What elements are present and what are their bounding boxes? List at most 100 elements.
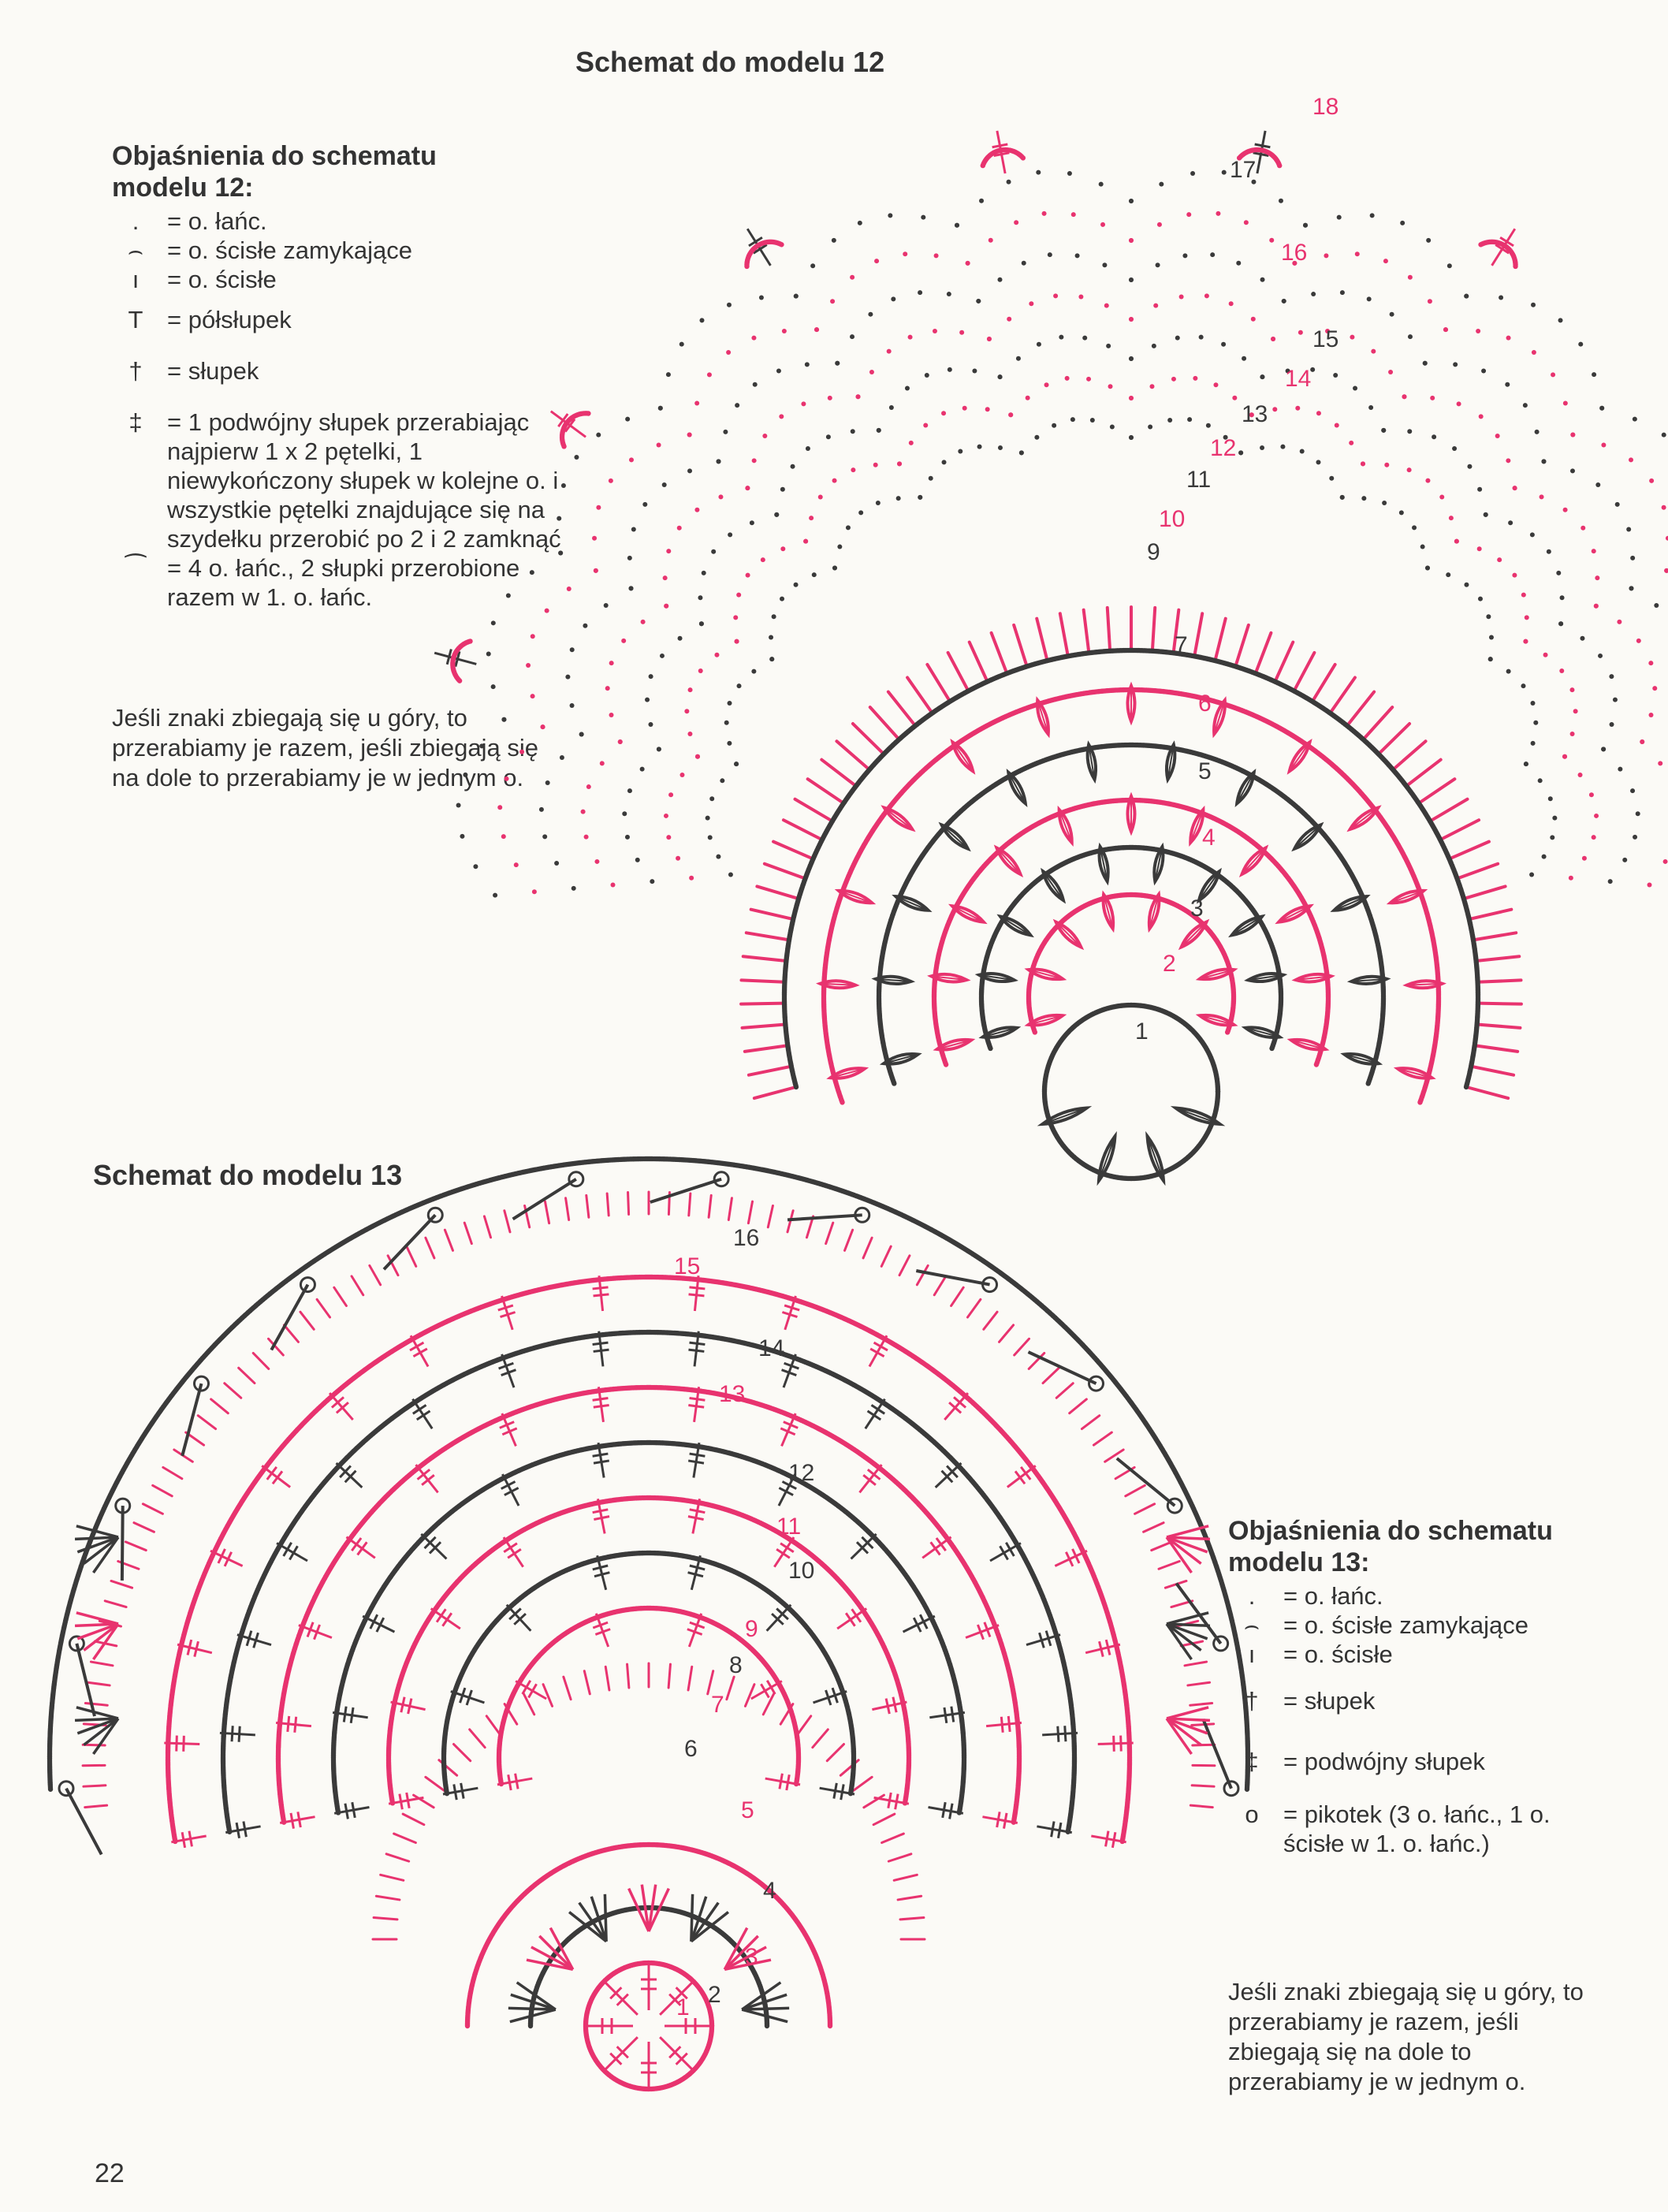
model12-scallop-row (1506, 336, 1511, 341)
model12-scallop-row (1082, 336, 1087, 341)
model12-tip-stitch (992, 144, 1008, 147)
model12-chain-row (892, 1081, 896, 1086)
model12-scallop-row (1622, 858, 1627, 862)
model12-scallop-row (782, 329, 787, 333)
model12-scallop-row (873, 463, 878, 467)
model12-scallop-row (1530, 532, 1535, 537)
model12-scallop-row (1630, 788, 1635, 793)
model12-scallop-row (934, 253, 939, 258)
model12-scallop-row (774, 512, 779, 517)
model12-scallop-row (1662, 433, 1666, 438)
model12-scallop-row (1390, 312, 1394, 317)
model12-scallop-row (679, 773, 684, 777)
model12-scallop-row (709, 796, 714, 801)
model12-scallop-row (1443, 327, 1448, 332)
model12-dc-row (1215, 619, 1225, 661)
model12-scallop-row (832, 238, 836, 243)
model12-scallop-row (679, 342, 684, 347)
model12-scallop-row (1521, 683, 1525, 688)
model12-scallop-row (1340, 290, 1345, 295)
model12-dc-row (1466, 1087, 1508, 1098)
model12-scallop-row (594, 859, 599, 864)
model12-scallop-row (1251, 317, 1256, 322)
model12-scallop-row (1026, 396, 1030, 400)
model12-dc-row (795, 799, 832, 821)
model12-scallop-row (514, 862, 519, 867)
model12-scallop-row (1029, 301, 1033, 306)
model12-petal (996, 847, 1020, 873)
model12-dc-row (1330, 678, 1355, 713)
model12-scallop-row (851, 467, 855, 472)
model12-dc-row (1406, 760, 1441, 786)
model12-scallop-row (642, 502, 647, 507)
model12-row-number: 6 (1198, 691, 1212, 717)
model12-dc-row (1194, 613, 1202, 656)
model12-scallop-row (688, 687, 693, 692)
model12-scallop-row (1570, 468, 1575, 473)
model12-scallop-row (1664, 568, 1668, 573)
model12-row-number: 11 (1186, 467, 1211, 493)
model12-scallop-row (676, 856, 680, 861)
model12-row-number: 9 (1147, 539, 1160, 565)
model12-scallop-row (456, 803, 461, 808)
model12-scallop-row (1316, 460, 1320, 464)
model12-scallop-row (629, 457, 634, 462)
model12-scallop-row (1100, 222, 1105, 227)
model12-scallop-row (1658, 761, 1662, 765)
model12-scallop-row (889, 405, 894, 410)
model12-scallop-row (1129, 238, 1134, 243)
model12-scallop-row (832, 565, 837, 570)
model12-scallop-row (1022, 261, 1026, 266)
model12-scallop-row (736, 593, 741, 598)
model12-scallop-row (942, 460, 947, 464)
model12-scallop-row (828, 396, 832, 400)
model12-scallop-row (876, 501, 881, 505)
model12-scallop-row (1260, 277, 1265, 282)
model12-scallop-row (1648, 661, 1653, 665)
model12-scallop-row (856, 394, 861, 399)
model12-scallop-row (1523, 639, 1528, 644)
model12-scallop-row (1129, 356, 1134, 361)
model12-scallop-row (666, 835, 671, 840)
model12-scallop-row (1149, 384, 1154, 389)
model12-dc-row (747, 933, 789, 940)
model12-dc-row (821, 760, 856, 786)
model12-scallop-row (1529, 872, 1534, 877)
model12-scallop-row (1663, 859, 1668, 864)
model12-scallop-row (1499, 296, 1503, 300)
model12-dc-row (1464, 886, 1506, 899)
model12-scallop-row (699, 318, 704, 322)
model12-scallop-row (631, 527, 636, 531)
model12-scallop-row (972, 369, 977, 374)
model12-scallop-row (1425, 565, 1430, 570)
model12-scallop-row (1556, 571, 1561, 575)
model12-scallop-row (1457, 401, 1461, 406)
model12-scallop-row (1540, 494, 1544, 499)
model12-scallop-row (600, 761, 605, 765)
model12-scallop-row (1592, 835, 1596, 840)
model12-scallop-row (728, 872, 733, 877)
model12-scallop-row (460, 834, 464, 839)
model12-scallop-row (720, 778, 724, 783)
model12-scallop-row (1179, 294, 1184, 299)
model12-scallop-row (977, 445, 982, 449)
model12-scallop-row (887, 349, 892, 354)
model12-scallop-row (869, 370, 874, 374)
model12-scallop-row (762, 434, 767, 438)
model12-scallop-row (1610, 722, 1614, 727)
model12-scallop-row (1506, 458, 1510, 463)
model12-scallop-row (658, 406, 663, 411)
model12-scallop-row (1573, 709, 1578, 713)
model12-scallop-row (791, 464, 795, 469)
model12-scallop-row (1558, 621, 1563, 626)
model12-scallop-row (702, 571, 706, 575)
model12-scallop-row (497, 805, 502, 810)
model12-scallop-row (846, 525, 851, 530)
model12-scallop-row (1071, 212, 1076, 217)
model12-scallop-row (1193, 376, 1197, 381)
model12-scallop-row (1636, 639, 1641, 643)
model12-row-number: 15 (1312, 326, 1338, 352)
model12-scallop-row (908, 335, 913, 340)
model12-petal (1056, 922, 1082, 948)
model12-scallop-row (645, 698, 650, 702)
